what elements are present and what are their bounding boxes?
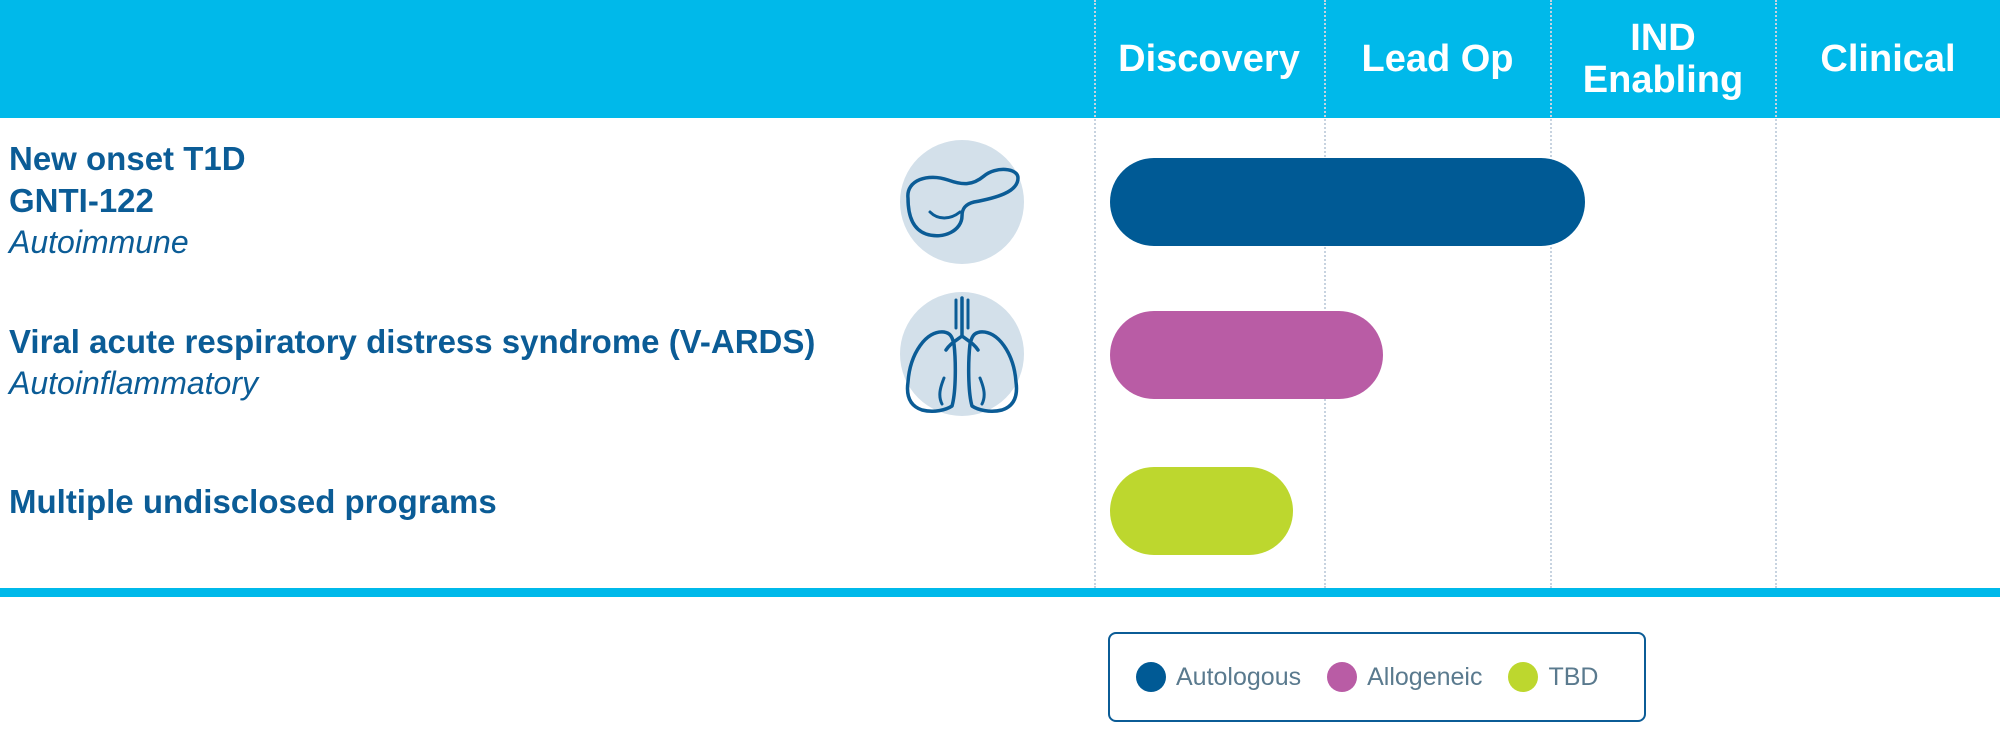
bottom-rule (0, 588, 2000, 597)
program-name: Multiple undisclosed programs (9, 483, 497, 520)
legend-dot (1327, 662, 1358, 692)
legend-item-autologous: Autologous (1136, 662, 1301, 692)
legend-item-tbd: TBD (1508, 662, 1598, 692)
stage-divider (1550, 0, 1552, 588)
stage-clinical: Clinical (1820, 38, 1956, 80)
legend: Autologous Allogeneic TBD (1108, 632, 1646, 722)
program-vards: Viral acute respiratory distress syndrom… (9, 321, 815, 403)
stage-ind-enabling: IND Enabling (1582, 17, 1744, 101)
lungs-icon (900, 292, 1024, 416)
bar-undisclosed (1110, 467, 1293, 555)
stage-divider (1775, 0, 1777, 588)
bar-vards (1110, 311, 1383, 399)
legend-label: Autologous (1176, 662, 1302, 691)
stage-lead-op: Lead Op (1361, 38, 1514, 80)
program-undisclosed: Multiple undisclosed programs (9, 481, 497, 523)
program-t1d: New onset T1D GNTI-122 Autoimmune (9, 138, 246, 262)
stage-header (0, 0, 2000, 118)
program-category: Autoimmune (9, 224, 189, 260)
pancreas-icon (900, 140, 1024, 264)
stage-divider (1094, 0, 1096, 588)
program-name: Viral acute respiratory distress syndrom… (9, 323, 816, 360)
legend-label: TBD (1548, 662, 1599, 691)
legend-item-allogeneic: Allogeneic (1327, 662, 1482, 692)
bar-t1d (1110, 158, 1585, 246)
legend-label: Allogeneic (1367, 662, 1483, 691)
program-code: GNTI-122 (9, 182, 154, 219)
stage-divider (1324, 0, 1326, 588)
program-category: Autoinflammatory (9, 365, 258, 401)
legend-dot (1136, 662, 1166, 692)
program-name: New onset T1D (9, 140, 246, 177)
legend-dot (1508, 662, 1539, 692)
stage-discovery: Discovery (1118, 38, 1300, 80)
